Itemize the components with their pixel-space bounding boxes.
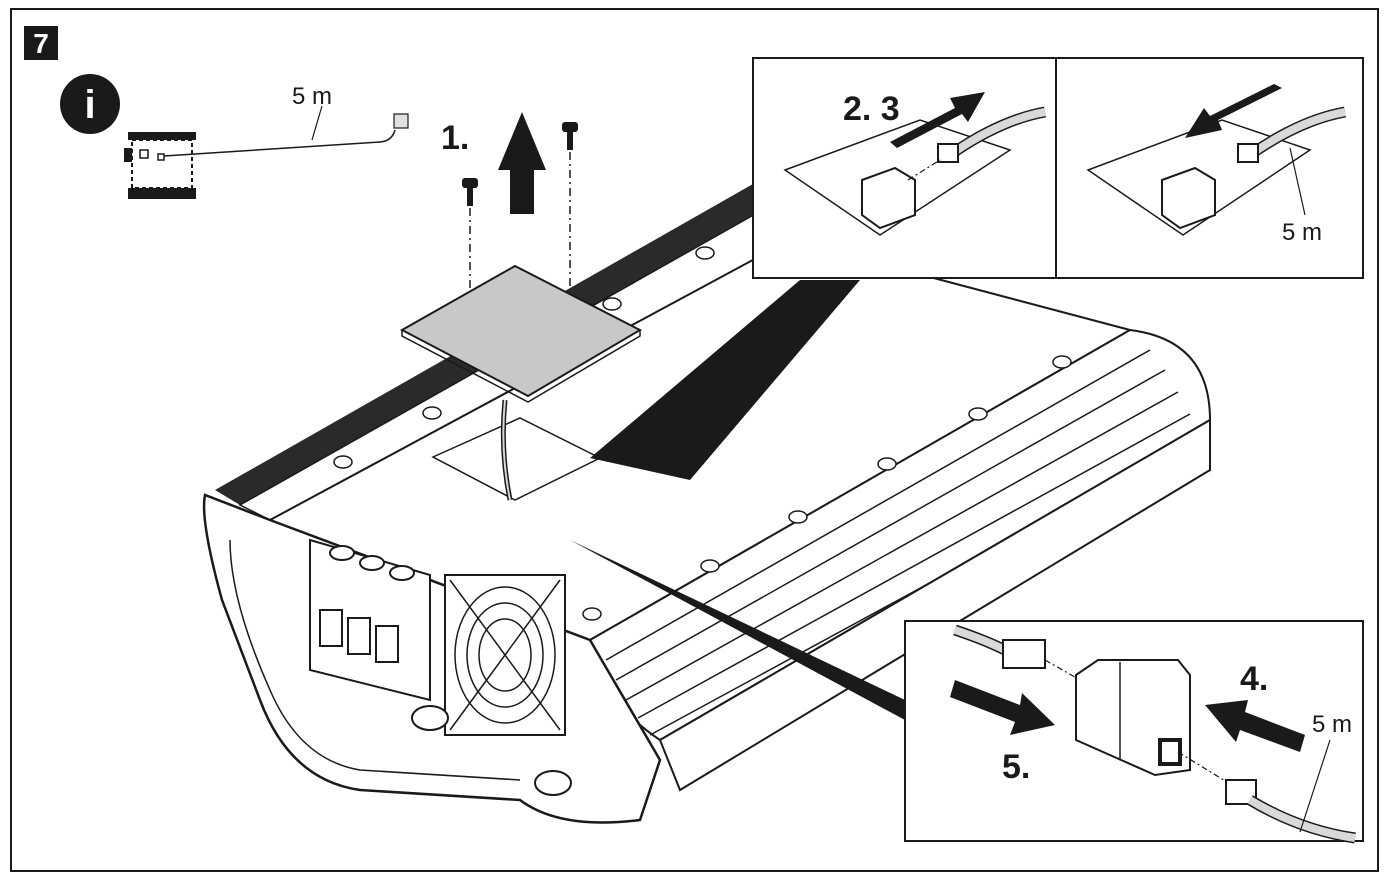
lift-arrow <box>498 112 546 214</box>
figure-number: 7 <box>33 28 49 59</box>
receiver-box-inset: 5 m <box>124 83 409 199</box>
step-4-label: 4. <box>1240 660 1268 698</box>
cable-length-label-coupler: 5 m <box>1312 711 1352 738</box>
figure-number-badge: 7 <box>24 26 58 60</box>
cable-length-label-panel: 5 m <box>1282 219 1322 246</box>
step-5-label: 5. <box>1002 748 1030 786</box>
connect-arrow <box>1205 700 1305 752</box>
plug-in-arrow <box>890 92 985 148</box>
info-icon-glyph: i <box>84 83 95 127</box>
cable-length-label-top: 5 m <box>292 83 332 110</box>
step-1-label: 1. <box>441 119 469 157</box>
info-icon: i <box>60 74 120 134</box>
detail-panel-connect: 2. 3 5 m <box>752 57 1364 279</box>
callout-wedge-top <box>590 280 860 480</box>
cover-plate-edge <box>401 330 641 403</box>
pull-out-arrow <box>1185 84 1282 138</box>
disconnect-arrow <box>950 680 1055 735</box>
callout-wedge-bottom <box>570 540 905 720</box>
step-2-3-label: 2. 3 <box>843 90 900 128</box>
detail-panel-coupler: 4. 5. 5 m <box>904 620 1364 844</box>
